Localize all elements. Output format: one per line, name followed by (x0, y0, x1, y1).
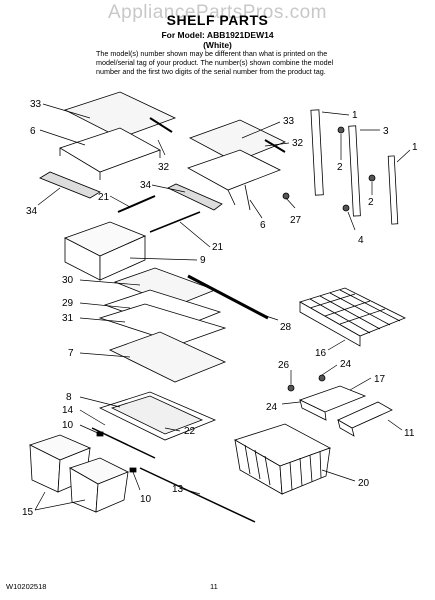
callout-label: 4 (358, 235, 364, 246)
callout-label: 27 (290, 215, 302, 226)
callout-label: 32 (158, 162, 170, 173)
callout-label: 15 (22, 507, 34, 518)
callout-label: 7 (68, 348, 74, 359)
shelf-glass-part (189, 119, 286, 163)
callout-label: 33 (283, 116, 295, 127)
color-line: (White) (203, 40, 232, 50)
rail-part (387, 155, 399, 225)
callout-label: 32 (292, 138, 304, 149)
rail-part (310, 109, 324, 196)
callout-label: 34 (140, 180, 152, 191)
callout-label: 31 (62, 313, 74, 324)
callout-label: 34 (26, 206, 38, 217)
callout-label: 26 (278, 360, 290, 371)
callout-label: 2 (337, 162, 343, 173)
callout-label: 10 (62, 420, 74, 431)
callout-label: 29 (62, 298, 74, 309)
page-number: 11 (210, 582, 218, 591)
glass-insert-part (108, 331, 227, 383)
ice-tray-part (337, 401, 393, 429)
model-line: For Model: ABB1921DEW14 (161, 30, 274, 40)
callout-label: 10 (140, 494, 152, 505)
model-note: The model(s) number shown may be differe… (96, 49, 334, 76)
callout-label: 8 (66, 392, 72, 403)
shelf-frame-part (187, 149, 281, 191)
callout-label: 28 (280, 322, 292, 333)
shelf-trim-part (39, 171, 101, 199)
callout-label: 24 (266, 402, 278, 413)
callout-label: 24 (340, 359, 352, 370)
callout-label: 21 (212, 242, 224, 253)
watermark: AppliancePartsPros.com (107, 2, 328, 23)
callout-label: 14 (62, 405, 74, 416)
callout-label: 9 (200, 255, 206, 266)
callout-label: 20 (358, 478, 370, 489)
callout-label: 22 (184, 426, 196, 437)
callout-label: 17 (374, 374, 386, 385)
callout-label: 6 (260, 220, 266, 231)
callout-label: 30 (62, 275, 74, 286)
wire-shelf-part (298, 287, 406, 347)
page-title: SHELF PARTS (166, 12, 269, 28)
shelf-frame-part (59, 127, 161, 173)
rail-part (348, 125, 361, 217)
callout-label: 6 (30, 126, 36, 137)
callout-label: 11 (404, 428, 415, 439)
basket-part (234, 423, 331, 495)
callout-label: 21 (98, 192, 110, 203)
callout-label: 1 (352, 110, 358, 121)
shelf-glass-part (63, 91, 177, 139)
callout-label: 33 (30, 99, 42, 110)
callout-label: 3 (383, 126, 389, 137)
callout-label: 1 (412, 142, 418, 153)
document-number: W10202518 (6, 582, 47, 591)
model-info: For Model: ABB1921DEW14 (White) (0, 30, 435, 50)
callout-label: 16 (315, 348, 327, 359)
callout-label: 2 (368, 197, 374, 208)
shelf-trim-part (167, 183, 223, 211)
callout-label: 13 (172, 484, 184, 495)
